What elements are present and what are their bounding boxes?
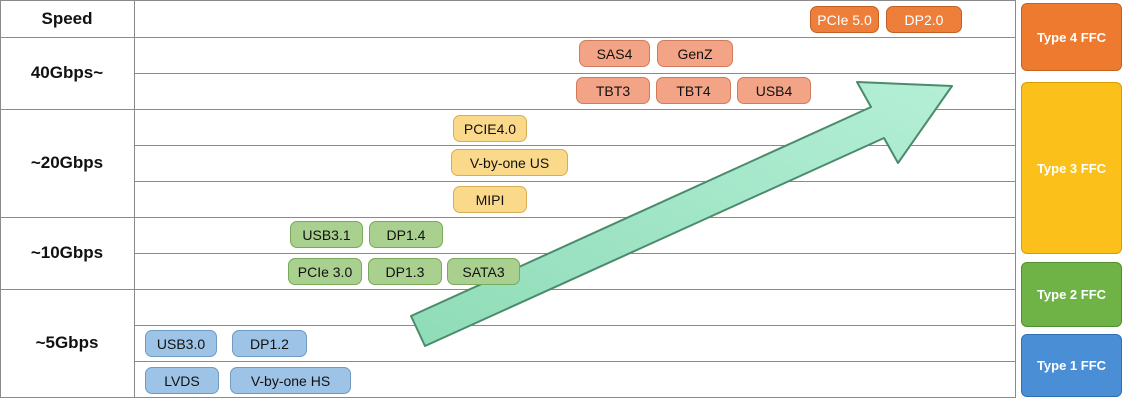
header-speed-label: Speed <box>41 8 93 28</box>
pill-mipi: MIPI <box>453 186 527 213</box>
grid-bottom-border <box>0 397 1016 398</box>
grid-right-border <box>1015 0 1016 398</box>
grid-left-border <box>0 0 1 398</box>
pill-dp1-3: DP1.3 <box>368 258 442 285</box>
pill-pcie-3: PCIe 3.0 <box>288 258 362 285</box>
band-type-3-ffc: Type 3 FFC <box>1021 82 1122 254</box>
pill-dp1-2: DP1.2 <box>232 330 307 357</box>
grid-subrow-sep <box>134 73 1016 74</box>
pill-sata3: SATA3 <box>447 258 520 285</box>
pill-usb3-0: USB3.0 <box>145 330 217 357</box>
grid-subrow-sep <box>134 145 1016 146</box>
pill-genz: GenZ <box>657 40 733 67</box>
band-type-2-ffc: Type 2 FFC <box>1021 262 1122 327</box>
band-type-1-ffc: Type 1 FFC <box>1021 334 1122 397</box>
pill-usb4: USB4 <box>737 77 811 104</box>
grid-row-sep <box>0 109 1016 110</box>
grid-subrow-sep <box>134 361 1016 362</box>
speed-label-5gbps: ~5Gbps <box>35 333 99 352</box>
pill-tbt4: TBT4 <box>656 77 731 104</box>
speed-label-20gbps: ~20Gbps <box>30 153 104 172</box>
pill-tbt3: TBT3 <box>576 77 650 104</box>
pill-lvds: LVDS <box>145 367 219 394</box>
grid-row-sep <box>0 37 1016 38</box>
speed-label-10gbps: ~10Gbps <box>30 243 104 262</box>
band-type-4-ffc: Type 4 FFC <box>1021 3 1122 71</box>
grid-subrow-sep <box>134 325 1016 326</box>
grid-subrow-sep <box>134 181 1016 182</box>
pill-pcie-5: PCIe 5.0 <box>810 6 879 33</box>
pill-usb3-1: USB3.1 <box>290 221 363 248</box>
pill-sas4: SAS4 <box>579 40 650 67</box>
pill-vbyone-hs: V-by-one HS <box>230 367 351 394</box>
grid-label-divider <box>134 0 135 398</box>
pill-dp2-0: DP2.0 <box>886 6 962 33</box>
speed-label-40gbps: 40Gbps~ <box>30 63 104 82</box>
pill-pcie-4: PCIE4.0 <box>453 115 527 142</box>
pill-vbyone-us: V-by-one US <box>451 149 568 176</box>
pill-dp1-4: DP1.4 <box>369 221 443 248</box>
grid-row-sep <box>0 217 1016 218</box>
grid-top-border <box>0 0 1016 1</box>
